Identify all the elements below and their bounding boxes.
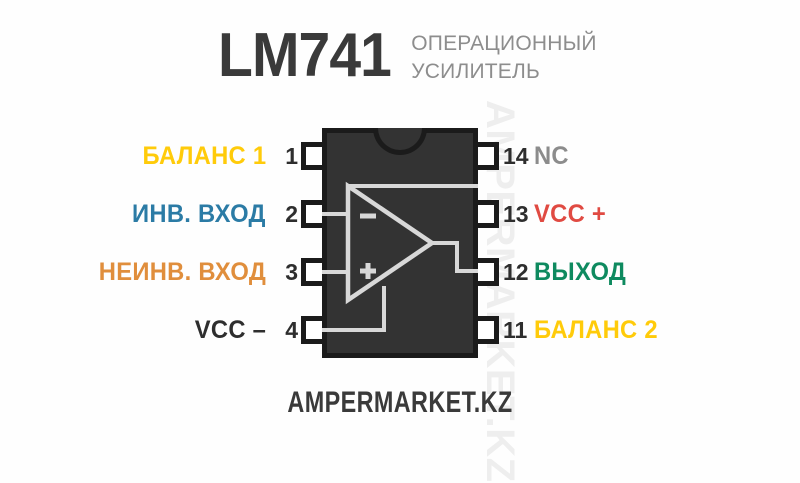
pin-label-vcc-negative: VCC – (194, 316, 266, 344)
trace-vcc-negative (322, 286, 386, 332)
pin-number-13: 13 (503, 201, 529, 227)
header: LM741 ОПЕРАЦИОННЫЙ УСИЛИТЕЛЬ (0, 22, 800, 106)
noninverting-plus-sign (360, 263, 376, 279)
chip-pinout-diagram: 1 2 3 4 14 13 12 11 БАЛАНС 1 ИНВ. ВХОД Н… (0, 118, 800, 370)
opamp-symbol-svg (322, 181, 478, 332)
pin-label-noninverting-input: НЕИНВ. ВХОД (98, 258, 266, 286)
brand-footer: AMPERMARKET.KZ (287, 386, 513, 419)
pin-number-2: 2 (285, 201, 298, 227)
pin-label-output: ВЫХОД (534, 258, 627, 286)
subtitle-line-1: ОПЕРАЦИОННЫЙ (411, 32, 597, 55)
pin-label-balance-1: БАЛАНС 1 (142, 142, 266, 170)
pin-label-nc: NC (534, 142, 569, 170)
pin-number-11: 11 (503, 317, 528, 343)
pin-label-inverting-input: ИНВ. ВХОД (132, 200, 266, 228)
subtitle-line-2: УСИЛИТЕЛЬ (411, 60, 540, 83)
pin-number-14: 14 (503, 143, 529, 169)
internal-opamp-schematic (322, 128, 478, 358)
amplifier-triangle (345, 181, 437, 305)
page-subtitle: ОПЕРАЦИОННЫЙ УСИЛИТЕЛЬ (411, 30, 596, 86)
infographic-canvas: AMPERMARKET.KZ LM741 ОПЕРАЦИОННЫЙ УСИЛИТ… (0, 22, 800, 483)
pin-number-4: 4 (285, 317, 298, 343)
page-title: LM741 (218, 21, 392, 90)
pin-number-12: 12 (503, 259, 529, 285)
pin-number-1: 1 (285, 143, 298, 169)
pin-number-3: 3 (285, 259, 298, 285)
pin-label-vcc-positive: VCC + (534, 200, 607, 228)
pin-label-balance-2: БАЛАНС 2 (534, 316, 658, 344)
trace-output (432, 241, 478, 273)
